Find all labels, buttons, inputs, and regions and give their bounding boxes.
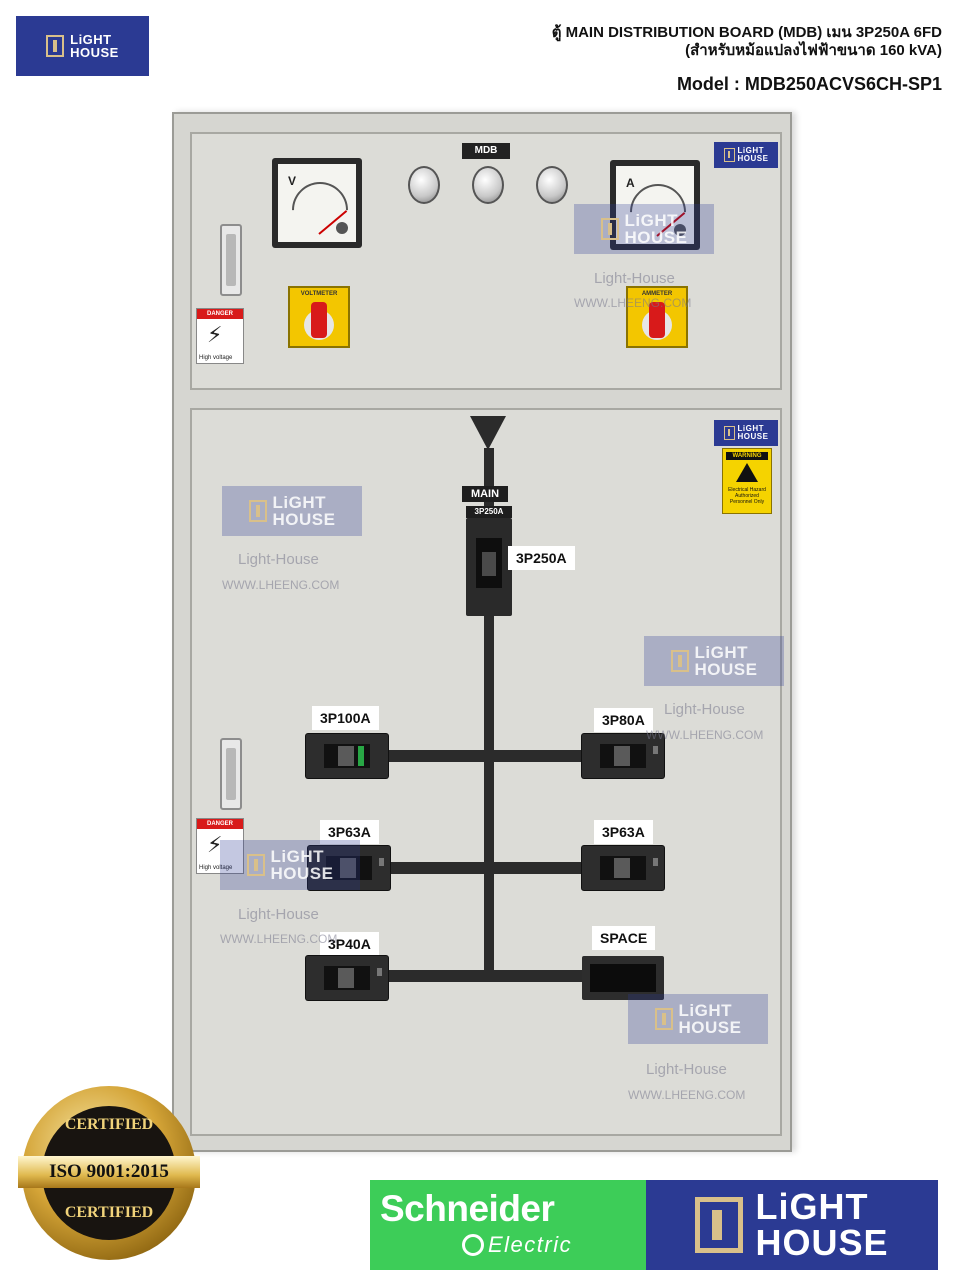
watermark-name: Light-House <box>238 906 319 923</box>
ammeter-letter: A <box>626 176 635 190</box>
branch-label: 3P80A <box>594 708 653 732</box>
watermark-url: WWW.LHEENG.COM <box>222 578 340 592</box>
pilot-lamp-l2 <box>472 166 504 204</box>
ammeter-selector-switch[interactable]: AMMETER <box>626 286 688 348</box>
iso-certified-top: CERTIFIED <box>64 1116 154 1133</box>
main-breaker[interactable] <box>466 518 512 616</box>
lighthouse-mark-icon <box>246 854 265 876</box>
door-handle-top[interactable] <box>220 224 242 296</box>
watermark-name: Light-House <box>664 701 745 718</box>
branch-label: SPACE <box>592 926 656 950</box>
watermark-url: WWW.LHEENG.COM <box>220 932 338 946</box>
lighthouse-mark-icon <box>723 148 735 162</box>
main-sub-tag: 3P250A <box>466 506 512 518</box>
watermark-name: Light-House <box>594 270 675 287</box>
watermark-url: WWW.LHEENG.COM <box>574 296 692 310</box>
breaker-toggle-icon <box>340 858 356 878</box>
main-tag: MAIN <box>462 486 508 502</box>
busbar-row-2 <box>384 862 584 874</box>
watermark-name: Light-House <box>646 1061 727 1078</box>
lighthouse-logo-small: LiGHT HOUSE <box>16 16 149 76</box>
busbar-entry-icon <box>470 416 506 450</box>
danger-label-bottom: DANGER ⚡ High voltage <box>196 818 244 874</box>
shock-hazard-icon: ⚡ <box>207 322 223 347</box>
breaker-toggle-icon <box>614 746 630 766</box>
breaker-toggle-icon <box>482 552 496 576</box>
watermark-name: Light-House <box>238 551 319 568</box>
busbar-row-3 <box>384 970 584 982</box>
busbar-vertical-main <box>484 600 494 970</box>
busbar-vertical-top <box>484 448 494 508</box>
ammeter: A <box>610 160 700 252</box>
busbar-row-1 <box>384 750 584 762</box>
branch-breaker[interactable] <box>308 846 390 890</box>
pilot-lamp-l3 <box>536 166 568 204</box>
breaker-toggle-icon <box>614 858 630 878</box>
branch-label: 3P100A <box>312 706 379 730</box>
logo-text-top: LiGHT <box>755 1186 869 1227</box>
lighthouse-mark-icon <box>600 218 619 240</box>
voltmeter-letter: V <box>288 174 297 188</box>
voltmeter-selector-switch[interactable]: VOLTMETER <box>288 286 350 348</box>
branch-label: 3P63A <box>320 820 379 844</box>
schneider-mark-icon <box>462 1234 484 1256</box>
branch-breaker[interactable] <box>582 734 664 778</box>
danger-label-top: DANGER ⚡ High voltage <box>196 308 244 364</box>
main-breaker-label: 3P250A <box>508 546 575 570</box>
spare-space-plate <box>582 956 664 1000</box>
lighthouse-mark-icon <box>670 650 689 672</box>
breaker-toggle-icon <box>338 746 354 766</box>
schneider-electric-logo: Schneider Electric <box>370 1180 646 1270</box>
lighthouse-mark-icon <box>248 500 267 522</box>
iso-standard: ISO 9001:2015 <box>49 1161 169 1182</box>
mdb-tag: MDB <box>462 143 510 159</box>
watermark-url: WWW.LHEENG.COM <box>628 1088 746 1102</box>
branch-label: 3P63A <box>594 820 653 844</box>
warning-triangle-icon <box>736 463 758 482</box>
voltmeter: V <box>272 158 362 250</box>
pilot-lamp-l1 <box>408 166 440 204</box>
header-subtitle: (สำหรับหม้อแปลงไฟฟ้าขนาด 160 kVA) <box>685 42 942 59</box>
door-handle-bottom[interactable] <box>220 738 242 810</box>
selector-knob-icon <box>311 302 327 338</box>
lighthouse-mark-icon <box>695 1197 744 1253</box>
lighthouse-mark-icon <box>723 426 735 440</box>
ammeter-selector-label: AMMETER <box>641 291 673 297</box>
warning-label: WARNING Electrical Hazard Authorized Per… <box>722 448 772 514</box>
branch-breaker[interactable] <box>306 956 388 1000</box>
lighthouse-logo-large: LiGHT HOUSE <box>646 1180 938 1270</box>
breaker-toggle-icon <box>338 968 354 988</box>
shock-hazard-icon: ⚡ <box>207 832 223 857</box>
logo-text-bottom: HOUSE <box>70 45 119 60</box>
iso-certified-bottom: CERTIFIED <box>64 1204 154 1221</box>
header-title: ตู้ MAIN DISTRIBUTION BOARD (MDB) เมน 3P… <box>551 24 942 41</box>
voltmeter-selector-label: VOLTMETER <box>300 291 338 297</box>
schneider-electric-word: Electric <box>488 1232 573 1257</box>
logo-text-bottom: HOUSE <box>755 1222 889 1263</box>
lighthouse-mark-icon <box>46 35 65 57</box>
iso-certified-badge: CERTIFIED ISO 9001:2015 CERTIFIED <box>18 1086 200 1260</box>
lighthouse-mark-icon <box>654 1008 673 1030</box>
logo-text-top: LiGHT <box>70 32 112 47</box>
branch-breaker[interactable] <box>306 734 388 778</box>
schneider-name: Schneider <box>380 1188 555 1229</box>
branch-breaker[interactable] <box>582 846 664 890</box>
branch-label: 3P40A <box>320 932 379 956</box>
watermark-url: WWW.LHEENG.COM <box>646 728 764 742</box>
model-number: Model : MDB250ACVS6CH-SP1 <box>676 74 942 94</box>
selector-knob-icon <box>649 302 665 338</box>
